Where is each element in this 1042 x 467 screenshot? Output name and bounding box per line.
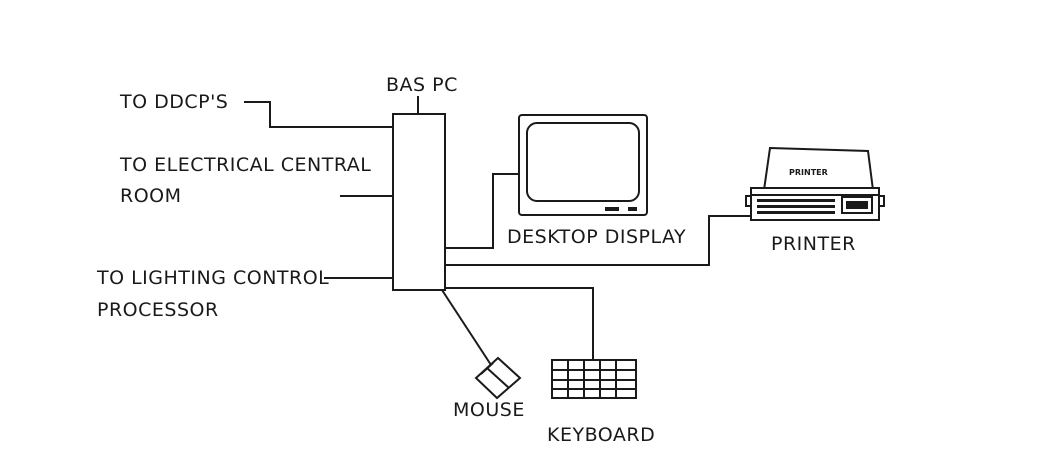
mouse-device (474, 356, 522, 400)
keyboard-label: KEYBOARD (547, 424, 655, 446)
ddcp-connection-line (244, 101, 393, 128)
printer-connection-line (445, 215, 755, 266)
printer-knob-right (878, 195, 885, 207)
bas-pc-tower (392, 113, 446, 291)
printer-paper-text: PRINTER (789, 168, 828, 177)
printer-knob-left (745, 195, 752, 207)
bas-pc-label: BAS PC (386, 74, 458, 96)
mouse-label: MOUSE (453, 399, 525, 421)
to-electrical-label-line2: ROOM (120, 185, 182, 207)
to-lighting-label-line1: TO LIGHTING CONTROL (96, 267, 329, 289)
keyboard-device (551, 359, 637, 399)
desktop-display-label: DESKTOP DISPLAY (507, 226, 686, 248)
monitor-power-button (605, 207, 619, 211)
desktop-display-monitor (518, 114, 648, 216)
to-ddcps-label: TO DDCP'S (119, 91, 228, 113)
mouse-connection-line (441, 289, 494, 369)
to-lighting-label-line2: PROCESSOR (97, 299, 219, 321)
monitor-control-button (628, 207, 637, 211)
printer-device: PRINTER (745, 146, 885, 221)
printer-label: PRINTER (771, 233, 856, 255)
display-connection-line (445, 173, 519, 249)
to-electrical-label-line1: TO ELECTRICAL CENTRAL (119, 154, 371, 176)
keyboard-connection-line (445, 287, 594, 360)
